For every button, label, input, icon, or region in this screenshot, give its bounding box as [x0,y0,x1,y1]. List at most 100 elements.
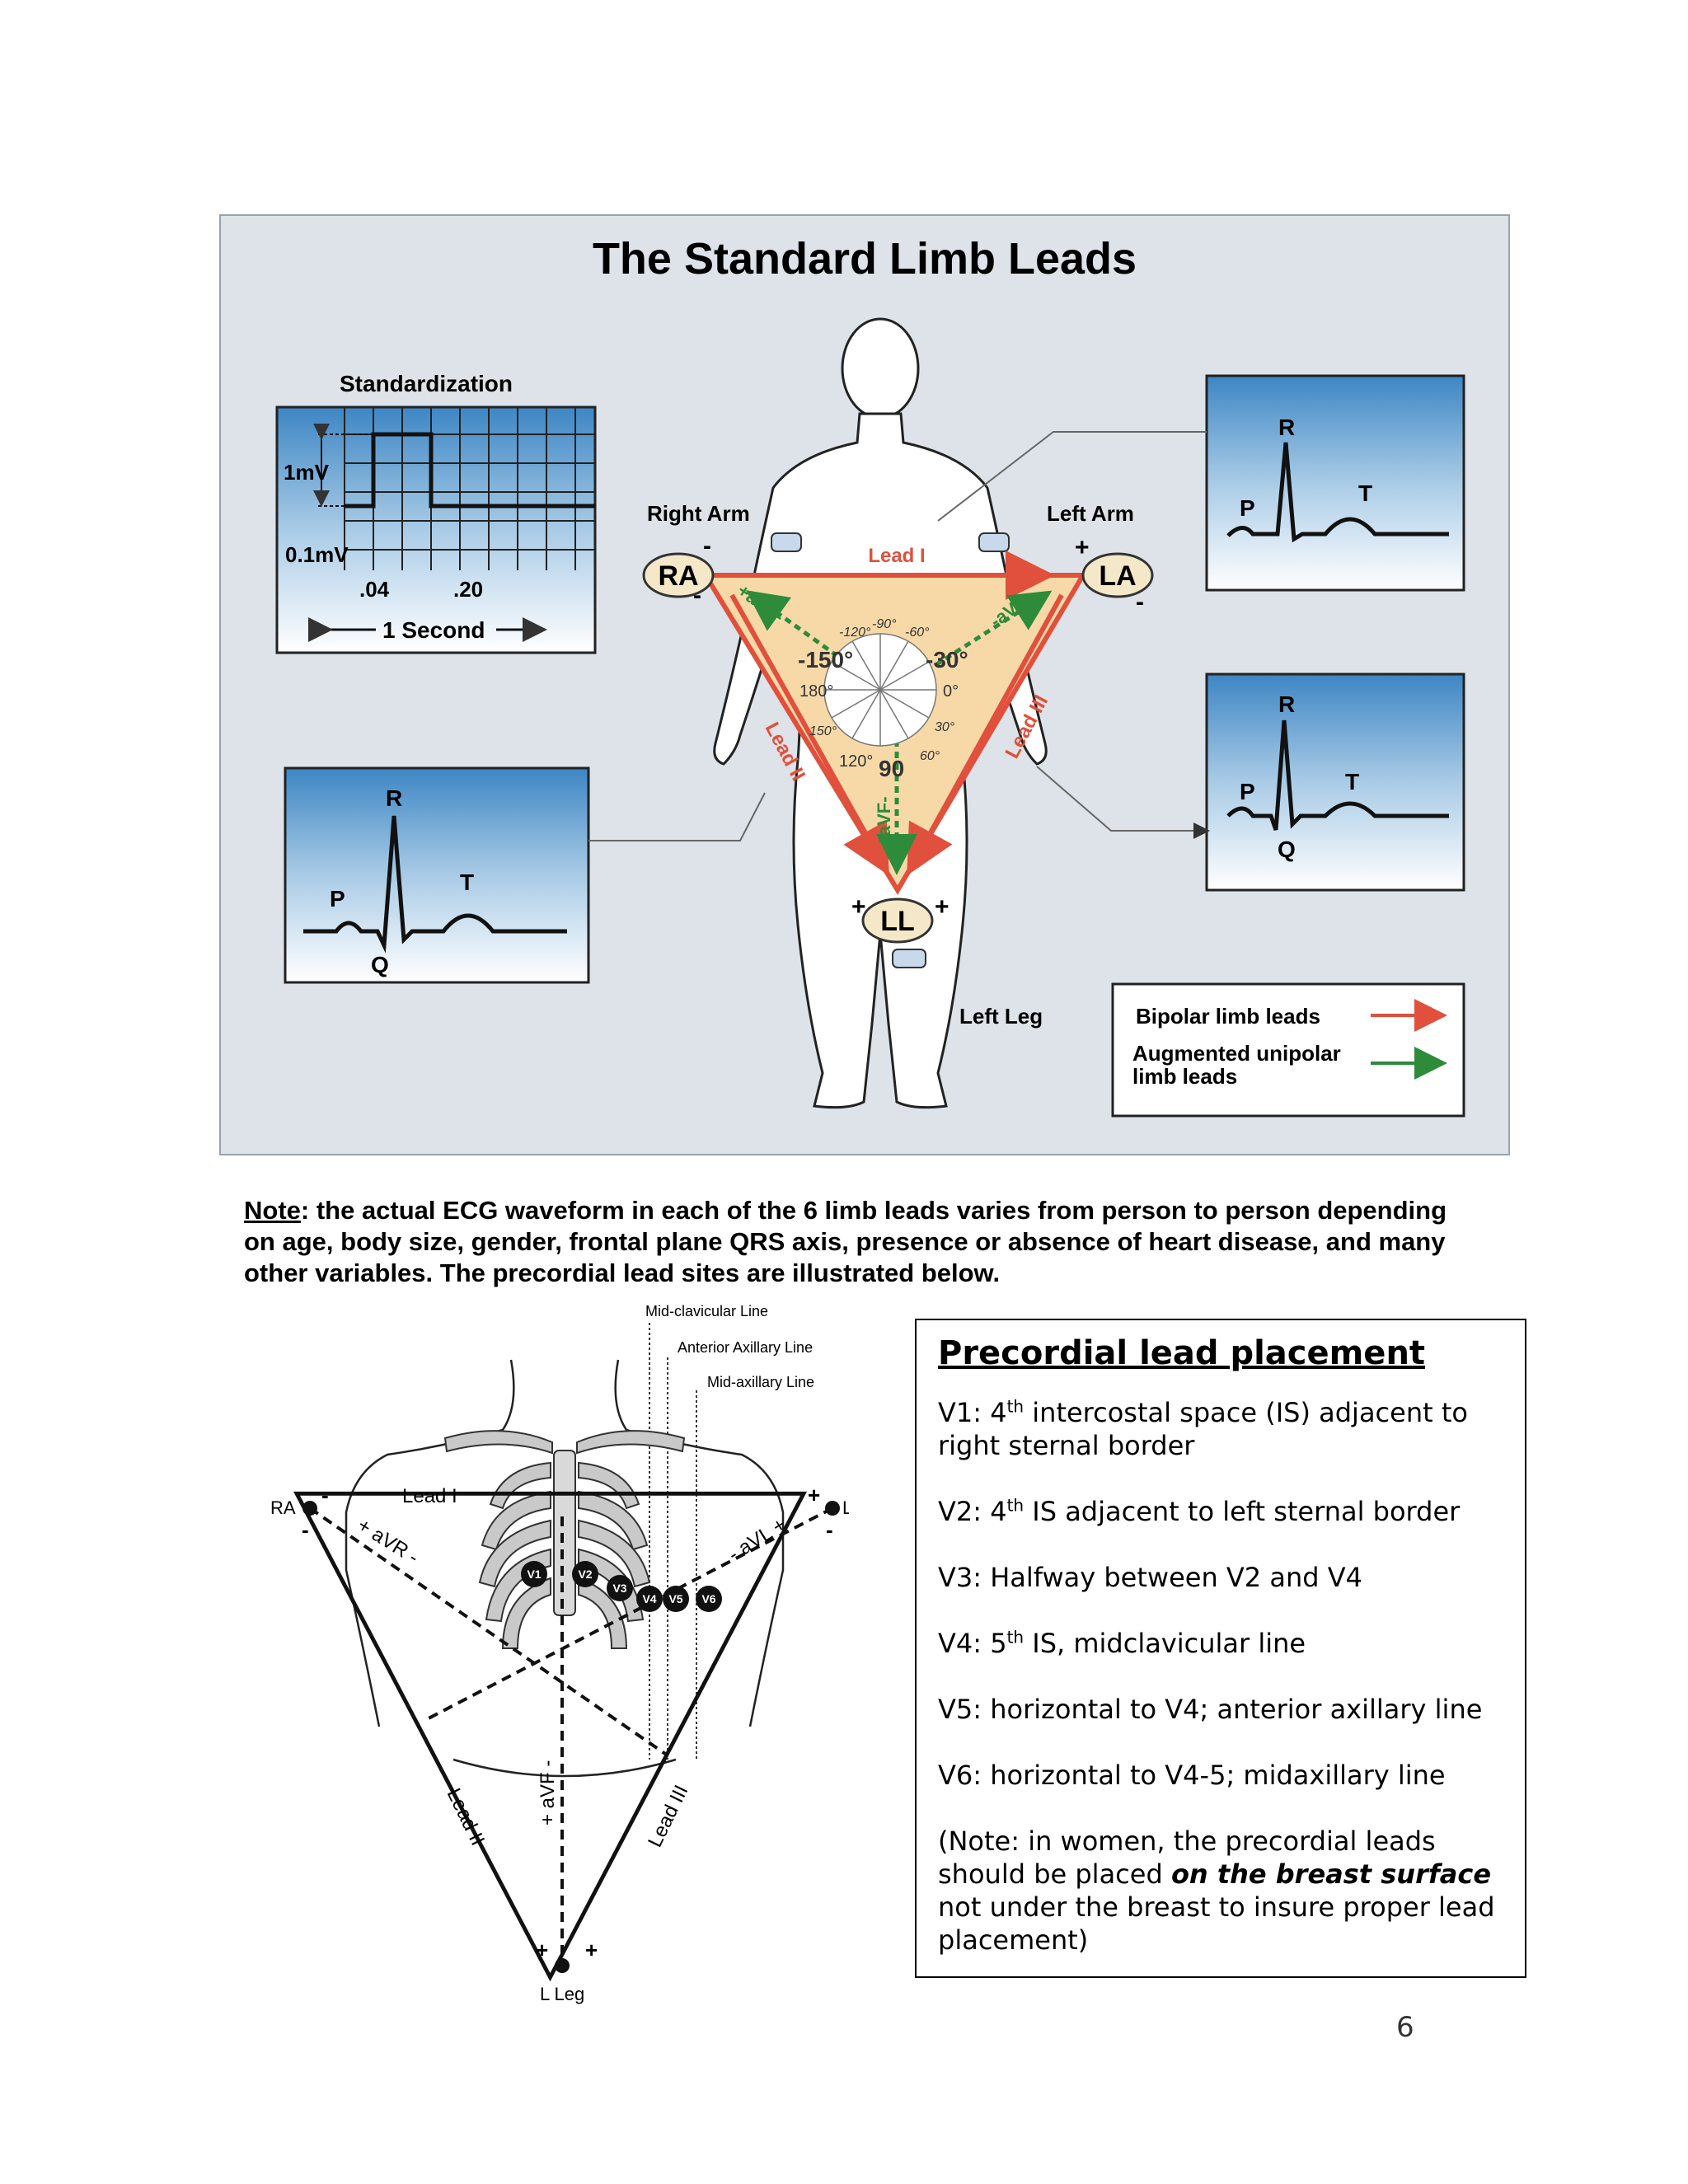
svg-text:V6: V6 [701,1592,715,1605]
la-electrode: LA [1081,552,1154,598]
svg-text:1mV: 1mV [284,460,330,485]
lead-3-connector [1036,766,1210,839]
lead-3-arrow [907,593,1064,876]
svg-text:P: P [1240,495,1255,521]
svg-text:+: + [851,893,866,921]
svg-text:P: P [1240,779,1255,804]
left-leg-label: Left Leg [959,1004,1043,1029]
svg-text:RA: RA [658,560,698,592]
lead-2-connector [588,792,766,841]
torso-outline [345,1359,785,1778]
standardization-box: 1mV 0.1mV .04 .20 1 Second [275,405,597,654]
hexaxial-wheel [823,633,937,747]
svg-text:+: + [536,1938,548,1962]
svg-text:Q: Q [1278,837,1296,862]
lead-3-label: Lead III [644,1782,692,1851]
page-number: 6 [1396,2011,1414,2044]
note-lead: Note [244,1196,301,1225]
svg-text:-: - [321,1483,329,1507]
la-label: LA [842,1497,849,1518]
legend-augmented: Augmented unipolar limb leads [1132,1042,1341,1089]
angle-label: -60° [905,626,930,640]
limb-leads-figure: The Standard Limb Leads [219,214,1510,1155]
svg-text:P: P [330,886,345,912]
v6-electrode: V6 [696,1586,722,1612]
right-arm-label: Right Arm [647,501,750,526]
standardization-title: Standardization [340,371,513,396]
l-leg-label: L Leg [540,1984,584,2004]
lead-1-label: Lead I [868,545,925,567]
angle-label: 180° [799,682,833,701]
svg-text:-: - [693,582,701,609]
lead-1-label: Lead I [402,1485,457,1507]
svg-text:-: - [1136,588,1144,616]
precordial-placement-box: Precordial lead placement V1: 4th interc… [915,1319,1526,1978]
avf-label: +aVF- [874,796,894,846]
svg-text:R: R [1278,691,1295,717]
legend: Bipolar limb leads Augmented unipolar li… [1111,982,1465,1118]
svg-text:-: - [826,1517,833,1542]
svg-text:LL: LL [880,906,915,937]
v5-electrode: V5 [663,1586,689,1612]
anterior-axillary-label: Anterior Axillary Line [678,1339,813,1356]
svg-text:+: + [935,893,950,921]
note-paragraph: Note: the actual ECG waveform in each of… [244,1195,1447,1289]
angle-label: 120° [839,752,873,771]
svg-text:1 Second: 1 Second [382,617,485,643]
lead-1-waveform-box: R P T [1205,374,1465,592]
v4-electrode: V4 [636,1586,663,1612]
midaxillary-label: Mid-axillary Line [707,1374,814,1390]
svg-text:-: - [703,532,711,560]
svg-text:V4: V4 [642,1592,656,1605]
electrode-bands [771,532,1010,968]
precordial-diagram: Mid-clavicular Line Anterior Axillary Li… [256,1298,865,2007]
rib-cage [443,1430,686,1649]
svg-text:T: T [1358,480,1372,506]
einthoven-triangle [293,1491,808,1982]
angle-label: -90° [872,617,897,631]
lead-2-waveform-box: R P T Q [284,766,590,984]
svg-text:V3: V3 [612,1582,626,1595]
v5-description: V5: horizontal to V4; anterior axillary … [938,1694,1483,1725]
svg-text:Q: Q [371,952,389,977]
v1-electrode: V1 [521,1561,547,1587]
lead-2-label: Lead II [443,1785,489,1849]
note-text: : the actual ECG waveform in each of the… [244,1196,1447,1287]
lead-1-connector [937,431,1207,522]
v2-description: V2: 4th IS adjacent to left sternal bord… [938,1495,1461,1527]
angle-label: 30° [935,720,955,734]
v3-electrode: V3 [607,1575,633,1601]
svg-text:R: R [386,785,402,811]
svg-text:V5: V5 [668,1592,682,1605]
angle-label: 60° [920,749,940,763]
angle-label: 90 [879,756,904,781]
lead-2-arrow [729,593,889,876]
augmented-dashed-lines [308,1507,833,1961]
svg-text:T: T [1345,769,1359,794]
svg-text:.20: .20 [453,577,483,602]
svg-text:.04: .04 [359,577,390,602]
angle-label: 0° [943,682,959,701]
women-placement-note: (Note: in women, the precordial leads sh… [938,1825,1495,1956]
svg-text:+: + [808,1483,820,1507]
limb-leads-diagram: The Standard Limb Leads [275,234,1465,1118]
angle-label: -150° [798,647,853,673]
svg-text:T: T [460,869,474,895]
svg-text:+: + [585,1938,598,1962]
figure-title: The Standard Limb Leads [593,234,1137,284]
svg-text:+: + [1075,534,1090,561]
svg-text:V1: V1 [527,1568,541,1581]
reference-lines [649,1323,697,1760]
legend-bipolar: Bipolar limb leads [1136,1004,1320,1029]
midclavicular-label: Mid-clavicular Line [645,1303,768,1319]
placement-title: Precordial lead placement [938,1334,1426,1372]
ra-electrode: RA [642,552,715,598]
ll-electrode: LL [861,898,934,944]
angle-label: 150° [809,724,837,738]
angle-label: -120° [839,626,871,640]
avf-label: + aVF - [537,1760,559,1825]
avr-label: + aVR - [354,1514,423,1568]
v2-electrode: V2 [572,1561,598,1587]
v3-description: V3: Halfway between V2 and V4 [938,1562,1362,1593]
left-arm-label: Left Arm [1047,501,1134,526]
